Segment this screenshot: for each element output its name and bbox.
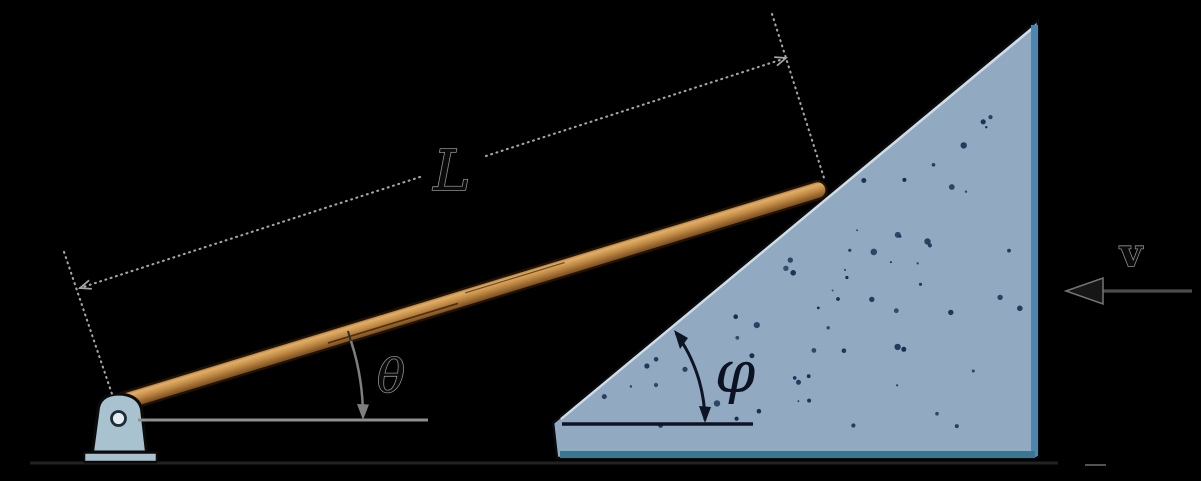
wedge-speckle-dot — [851, 423, 856, 428]
dimension-extension-line-left — [62, 250, 115, 399]
wedge-speckle-dot — [971, 369, 975, 373]
wedge-speckle-dot — [806, 374, 811, 379]
wedge-speckle-dot — [792, 376, 797, 380]
wedge-speckle-dot — [931, 163, 936, 167]
wedge-speckle-dot — [898, 234, 902, 238]
wedge-speckle-dot — [796, 379, 801, 385]
wedge-speckle-dot — [629, 385, 633, 388]
wedge-shape — [551, 17, 1040, 460]
velocity-arrowhead-icon — [1063, 276, 1104, 306]
wedge-speckle-dot — [733, 314, 738, 320]
wedge-speckle-dot — [902, 177, 907, 182]
wedge-speckle-dot — [960, 142, 967, 149]
rod-grain-line — [465, 261, 565, 294]
wedge-speckle-dot — [713, 400, 721, 407]
length-dimension: L — [62, 12, 827, 399]
phi-label: φ — [715, 338, 756, 406]
wedge-speckle-dot — [893, 308, 899, 314]
wedge-speckle-dot — [735, 335, 740, 340]
ground-line — [30, 461, 1106, 466]
theta-arc-arrowhead-icon — [357, 404, 369, 420]
theta-label: θ — [377, 349, 405, 403]
wedge-speckle-dot — [948, 309, 954, 316]
wedge-speckle-dot — [836, 297, 840, 301]
pivot-pin-hole — [110, 410, 127, 427]
wedge-speckle-dot — [844, 268, 846, 271]
length-label: L — [432, 139, 470, 204]
wedge-speckle-dot — [749, 353, 755, 359]
wedge-speckle-dot — [653, 382, 659, 388]
phi-arc-arrowhead-up-icon — [674, 330, 688, 349]
wedge-speckle-dot — [826, 326, 830, 330]
wedge-speckle-dot — [807, 398, 812, 403]
wedge-speckle-dot — [787, 257, 793, 263]
wedge-speckle-dot — [894, 343, 901, 351]
wedge-speckle-dot — [901, 346, 907, 352]
phi-angle-annotation: φ — [562, 330, 756, 426]
wedge-speckle-dot — [869, 296, 875, 303]
wedge-speckle-dot — [653, 357, 659, 362]
wedge-speckle-dot — [918, 282, 923, 286]
wedge-speckle-dot — [924, 238, 931, 245]
wedge-speckle-dot — [856, 229, 859, 232]
velocity-annotation: v — [1063, 229, 1192, 306]
wedge-speckle-dot — [831, 289, 834, 292]
wedge-speckle-dot — [644, 363, 650, 369]
wedge-speckle-dot — [756, 408, 762, 414]
dimension-line-left-segment — [80, 175, 422, 288]
wedge-speckle-dot — [811, 348, 817, 353]
wedge-speckle-dot — [948, 184, 955, 190]
phi-arc-arrowhead-down-icon — [699, 406, 711, 423]
wedge-speckle-dot — [848, 248, 852, 252]
wedge-speckle-dot — [1007, 248, 1011, 253]
wedge-speckle-dot — [980, 119, 986, 125]
wedge-incline-highlight — [560, 26, 1035, 420]
dimension-line-right-segment — [484, 58, 786, 158]
wedge-speckle-dot — [783, 265, 789, 271]
wedge-speckle-dot — [753, 322, 760, 329]
wedge-speckle-dot — [988, 115, 993, 120]
wedge-speckle-dot — [734, 416, 739, 421]
wedge-speckle-dot — [997, 294, 1003, 301]
wedge-speckle-dot — [861, 178, 867, 183]
wedge-speckle-dot — [935, 411, 939, 416]
wedge-speckle-dot — [954, 424, 959, 429]
wedge-speckle-dot — [985, 126, 988, 129]
wedge-speckle-dot — [916, 262, 919, 265]
wedge-speckle-dot — [896, 384, 899, 387]
wedge-speckle-dot — [797, 400, 800, 402]
wedge-speckle-dot — [1017, 305, 1023, 312]
dimension-extension-line-right — [770, 12, 827, 183]
velocity-label: v — [1119, 230, 1144, 275]
wedge — [551, 17, 1040, 460]
pivot-base-plate — [82, 451, 159, 464]
wedge-speckle-dot — [845, 275, 849, 280]
wedge-speckle-dot — [601, 394, 607, 400]
wedge-speckle-dot — [889, 261, 892, 264]
pivot-support — [82, 392, 159, 464]
wedge-speckle-dot — [841, 348, 847, 354]
wedge-speckle-dot — [790, 270, 796, 276]
wedge-speckle-dot — [870, 248, 878, 256]
wedge-speckles — [601, 115, 1023, 429]
wedge-speckle-dot — [964, 190, 968, 193]
wedge-speckle-dot — [816, 306, 820, 310]
wedge-speckle-dot — [682, 366, 688, 372]
theta-angle-annotation: θ — [138, 330, 428, 422]
